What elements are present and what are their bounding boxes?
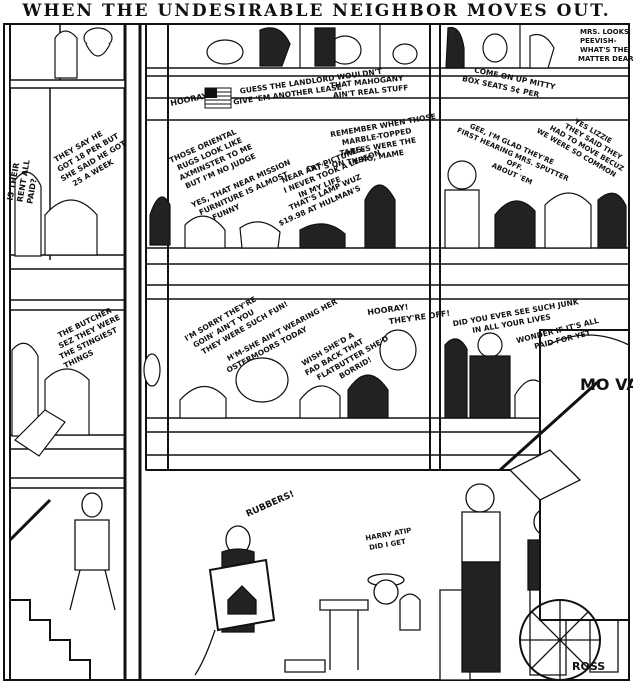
- left-building-neighbors: [11, 30, 98, 457]
- comic-title: WHEN THE UNDESIRABLE NEIGHBOR MOVES OUT.: [22, 1, 611, 21]
- balloon-butcher: THE BUTCHER SEZ THEY WERE THE STINGIEST …: [56, 306, 121, 370]
- balloon-rubbers: RUBBERS!: [245, 489, 296, 519]
- balloon-line: PAID?: [25, 178, 38, 205]
- wagon-lettering: MO VAN: [580, 375, 633, 394]
- street-scene: [8, 329, 630, 681]
- balloon-is-there-rent: IS THEIR RENT ALL PAID?: [6, 159, 39, 205]
- balloon-harry-atip: HARRY ATIP DID I GET: [365, 526, 412, 551]
- top-floor-neighbors: [83, 26, 555, 69]
- balloon-line: PEEVISH-: [580, 37, 617, 45]
- balloon-mrs-looks: MRS. LOOKS PEEVISH- WHAT'S THE MATTER DE…: [578, 28, 633, 63]
- balloon-line: RUBBERS!: [245, 489, 296, 519]
- balloon-come-on-up: COME ON UP MITTY BOX SEATS 5¢ PER: [461, 65, 556, 99]
- artist-signature: ROSS: [572, 660, 605, 673]
- flag: [204, 87, 232, 109]
- second-floor-neighbors: [149, 160, 627, 249]
- balloon-theyre-off: HOORAY! THEY'RE OFF!: [367, 302, 451, 326]
- balloon-line: MATTER DEAR: [578, 55, 633, 63]
- balloon-line: MRS. LOOKS: [580, 28, 629, 36]
- balloon-line: WHAT'S THE: [580, 46, 628, 54]
- wagon-text: MO VAN: [580, 375, 633, 394]
- balloon-they-say: THEY SAY HE GOT 18 PER BUT SHE SAID HE G…: [52, 129, 128, 188]
- third-floor-neighbors: [143, 329, 552, 419]
